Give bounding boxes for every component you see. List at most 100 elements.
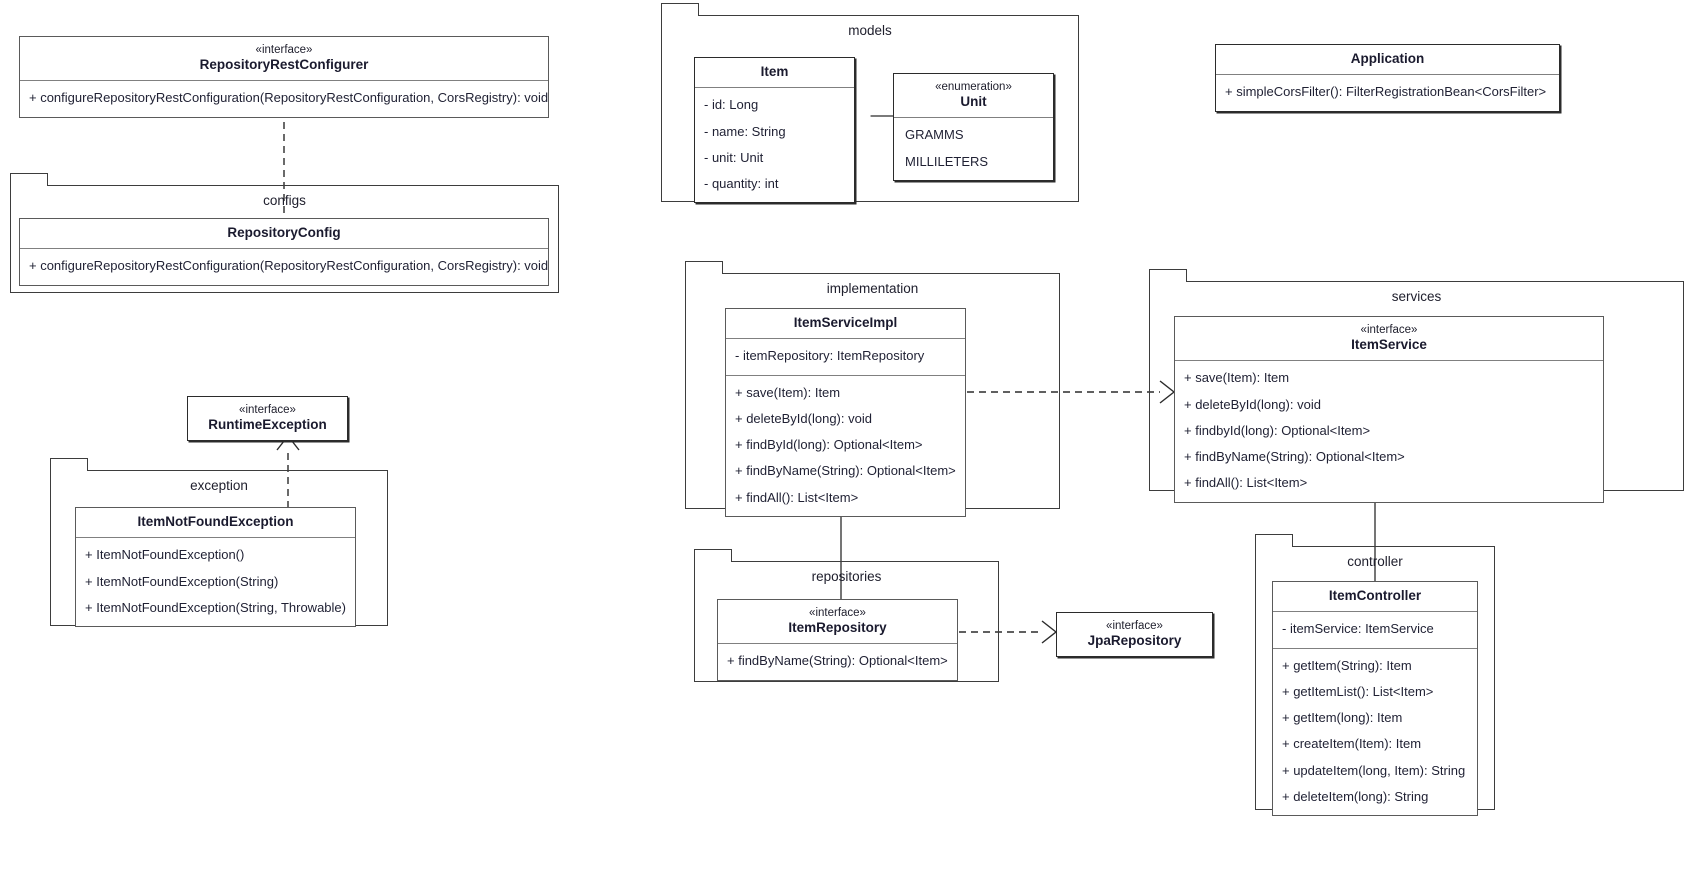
package-label-models: models — [848, 23, 892, 38]
method-item: + findAll(): List<Item> — [735, 489, 859, 505]
method-compartment-application: + simpleCorsFilter(): FilterRegistration… — [1216, 75, 1559, 110]
attribute-compartment-itemserviceimpl: - itemRepository: ItemRepository — [726, 339, 965, 374]
class-header-repositoryrestconfigurer: «interface» RepositoryRestConfigurer — [20, 37, 548, 82]
class-box-unit-enumeration[interactable]: «enumeration» Unit GRAMMS MILLILETERS — [893, 73, 1054, 181]
method-item: + ItemNotFoundException(String, Throwabl… — [85, 599, 346, 615]
class-header-application: Application — [1216, 45, 1559, 76]
method-item: + getItem(long): Item — [1282, 710, 1403, 726]
attribute-compartment-item: - id: Long - name: String - unit: Unit -… — [695, 88, 854, 202]
package-label-services: services — [1391, 289, 1442, 304]
class-box-itemcontroller[interactable]: ItemController - itemService: ItemServic… — [1272, 581, 1478, 817]
class-box-itemserviceimpl[interactable]: ItemServiceImpl - itemRepository: ItemRe… — [725, 308, 966, 517]
method-item: + findbyId(long): Optional<Item> — [1184, 422, 1371, 438]
method-item: + ItemNotFoundException(String) — [85, 573, 279, 589]
class-header-itemcontroller: ItemController — [1273, 582, 1477, 613]
class-name-label: ItemRepository — [788, 620, 887, 636]
package-tab-models — [660, 3, 699, 16]
attribute-item: - quantity: int — [704, 176, 779, 192]
method-compartment-itemrepository: + findByName(String): Optional<Item> — [718, 644, 957, 679]
package-tab-implementation — [684, 261, 723, 274]
attribute-item: - name: String — [704, 123, 786, 139]
stereotype-label: «interface» — [1106, 620, 1163, 632]
attribute-item: - itemRepository: ItemRepository — [735, 348, 925, 364]
method-compartment-repositoryconfig: + configureRepositoryRestConfiguration(R… — [20, 249, 548, 284]
stereotype-label: «interface» — [1360, 324, 1418, 336]
class-header-itemserviceimpl: ItemServiceImpl — [726, 309, 965, 340]
method-item: + deleteItem(long): String — [1282, 788, 1429, 804]
package-tab-services — [1148, 269, 1187, 282]
method-item: + createItem(Item): Item — [1282, 736, 1422, 752]
class-name-label: ItemService — [1351, 337, 1427, 353]
class-header-itemservice: «interface» ItemService — [1175, 317, 1603, 362]
method-item: + configureRepositoryRestConfiguration(R… — [29, 258, 549, 274]
method-item: + findById(long): Optional<Item> — [735, 437, 923, 453]
class-box-itemrepository[interactable]: «interface» ItemRepository + findByName(… — [717, 599, 958, 681]
method-item: + getItem(String): Item — [1282, 657, 1412, 673]
class-header-item: Item — [695, 58, 854, 89]
method-item: + configureRepositoryRestConfiguration(R… — [29, 90, 549, 106]
enum-literal-item: MILLILETERS — [905, 153, 989, 169]
method-item: + findByName(String): Optional<Item> — [735, 463, 956, 479]
method-item: + findByName(String): Optional<Item> — [727, 653, 948, 669]
class-name-label: Unit — [960, 94, 987, 110]
method-item: + updateItem(long, Item): String — [1282, 762, 1466, 778]
package-label-controller: controller — [1347, 554, 1403, 569]
stereotype-label: «interface» — [809, 607, 866, 619]
method-item: + save(Item): Item — [735, 384, 841, 400]
package-label-exception: exception — [190, 478, 248, 493]
package-label-configs: configs — [263, 193, 306, 208]
class-box-item[interactable]: Item - id: Long - name: String - unit: U… — [694, 57, 855, 204]
method-item: + ItemNotFoundException() — [85, 547, 245, 563]
class-header-repositoryconfig: RepositoryConfig — [20, 219, 548, 250]
method-item: + simpleCorsFilter(): FilterRegistration… — [1225, 84, 1547, 100]
class-box-itemservice[interactable]: «interface» ItemService + save(Item): It… — [1174, 316, 1604, 503]
class-header-itemnotfoundexception: ItemNotFoundException — [76, 508, 355, 539]
stereotype-label: «interface» — [239, 404, 296, 416]
class-name-label: Application — [1350, 51, 1425, 66]
class-name-label: ItemNotFoundException — [137, 514, 294, 529]
method-item: + getItemList(): List<Item> — [1282, 683, 1434, 699]
method-item: + save(Item): Item — [1184, 370, 1290, 386]
class-box-runtimeexception[interactable]: «interface» RuntimeException — [187, 396, 348, 442]
method-item: + deleteById(long): void — [735, 410, 872, 426]
class-box-application[interactable]: Application + simpleCorsFilter(): Filter… — [1215, 44, 1560, 112]
stereotype-label: «enumeration» — [935, 81, 1012, 93]
package-label-repositories: repositories — [811, 569, 882, 584]
realization-arrowhead-jparepository — [1041, 620, 1058, 644]
class-name-label: RuntimeException — [208, 417, 327, 433]
class-header-runtimeexception: «interface» RuntimeException — [188, 397, 347, 440]
method-item: + findAll(): List<Item> — [1184, 475, 1308, 491]
attribute-item: - itemService: ItemService — [1282, 621, 1434, 637]
literal-compartment-unit: GRAMMS MILLILETERS — [894, 118, 1053, 180]
class-box-itemnotfoundexception[interactable]: ItemNotFoundException + ItemNotFoundExce… — [75, 507, 356, 628]
class-name-label: ItemController — [1328, 588, 1422, 603]
attribute-compartment-itemcontroller: - itemService: ItemService — [1273, 612, 1477, 647]
class-header-jparepository: «interface» JpaRepository — [1057, 613, 1212, 656]
class-name-label: RepositoryRestConfigurer — [199, 57, 369, 73]
stereotype-label: «interface» — [255, 44, 313, 56]
package-tab-configs — [9, 173, 48, 186]
package-tab-controller — [1254, 534, 1293, 547]
class-name-label: ItemServiceImpl — [793, 315, 898, 330]
attribute-item: - id: Long — [704, 97, 759, 113]
class-header-itemrepository: «interface» ItemRepository — [718, 600, 957, 645]
package-tab-repositories — [693, 549, 732, 562]
class-header-unit: «enumeration» Unit — [894, 74, 1053, 119]
attribute-item: - unit: Unit — [704, 149, 764, 165]
method-item: + deleteById(long): void — [1184, 396, 1321, 412]
method-compartment-repositoryrestconfigurer: + configureRepositoryRestConfiguration(R… — [20, 81, 548, 116]
class-name-label: RepositoryConfig — [227, 225, 341, 240]
method-compartment-itemserviceimpl: + save(Item): Item + deleteById(long): v… — [726, 374, 965, 516]
package-tab-exception — [49, 458, 88, 471]
method-item: + findByName(String): Optional<Item> — [1184, 449, 1405, 465]
class-box-repositoryconfig[interactable]: RepositoryConfig + configureRepositoryRe… — [19, 218, 549, 286]
package-label-implementation: implementation — [826, 281, 919, 296]
class-box-repositoryrestconfigurer[interactable]: «interface» RepositoryRestConfigurer + c… — [19, 36, 549, 118]
method-compartment-itemcontroller: + getItem(String): Item + getItemList():… — [1273, 647, 1477, 816]
method-compartment-itemservice: + save(Item): Item + deleteById(long): v… — [1175, 361, 1603, 501]
class-box-jparepository[interactable]: «interface» JpaRepository — [1056, 612, 1213, 658]
enum-literal-item: GRAMMS — [905, 127, 964, 143]
class-name-label: JpaRepository — [1087, 633, 1182, 649]
method-compartment-itemnotfoundexception: + ItemNotFoundException() + ItemNotFound… — [76, 538, 355, 626]
